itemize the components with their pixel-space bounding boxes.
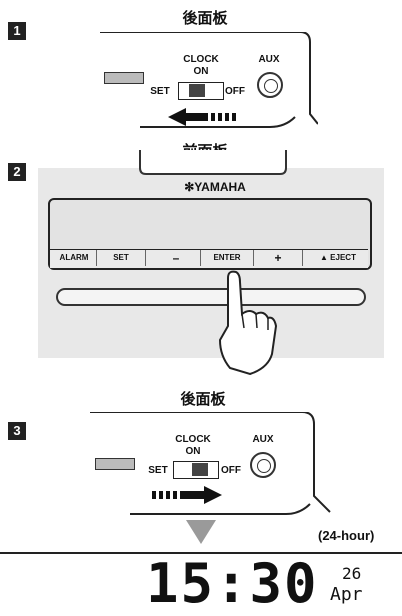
rear-panel-1-outline <box>100 31 319 128</box>
step-1-caption: 後面板 <box>182 9 228 27</box>
clock-label-1: CLOCK <box>183 54 219 65</box>
alarm-button[interactable]: ALARM <box>52 250 97 266</box>
switch-knob-3 <box>192 463 208 476</box>
set-button[interactable]: SET <box>97 250 146 266</box>
disc-slot <box>56 288 366 306</box>
rear-panel-3 <box>90 411 340 518</box>
enter-button[interactable]: ENTER <box>201 250 254 266</box>
clock-label-3: CLOCK <box>175 434 211 445</box>
on-label-1: ON <box>193 66 209 77</box>
eject-button[interactable]: ▲ EJECT <box>310 250 366 266</box>
off-label-1: OFF <box>225 86 245 97</box>
off-label-3: OFF <box>221 465 241 476</box>
date-month: Apr <box>330 584 363 605</box>
brand-logo: ✻YAMAHA <box>160 180 270 194</box>
aux-jack-1 <box>257 72 283 98</box>
rear-panel-1 <box>100 31 319 132</box>
card-slot-1 <box>104 72 144 84</box>
switch-knob-1 <box>189 84 205 97</box>
aux-label-1: AUX <box>258 54 280 65</box>
clock-switch-3[interactable] <box>173 461 219 479</box>
plus-button[interactable]: + <box>254 250 303 266</box>
set-label-1: SET <box>150 86 170 97</box>
front-panel-top-outline <box>139 150 287 175</box>
down-indicator-icon <box>186 520 216 544</box>
set-label-3: SET <box>148 465 168 476</box>
display-divider <box>0 552 402 554</box>
aux-jack-3 <box>250 452 276 478</box>
pointing-hand-icon <box>218 270 278 376</box>
rear-panel-3-outline <box>90 411 331 515</box>
on-label-3: ON <box>185 446 201 457</box>
step-3-caption: 後面板 <box>180 390 226 408</box>
brand-name: YAMAHA <box>194 180 246 194</box>
mode-label: (24-hour) <box>318 528 375 543</box>
clock-time-display: 15:30 <box>146 552 319 615</box>
clock-switch-1[interactable] <box>178 82 224 100</box>
date-day: 26 <box>342 564 362 583</box>
minus-button[interactable]: – <box>152 250 201 266</box>
card-slot-3 <box>95 458 135 470</box>
slide-left-arrow <box>168 108 236 126</box>
step-1-badge: 1 <box>8 22 26 40</box>
aux-label-3: AUX <box>252 434 274 445</box>
brand-emblem-icon: ✻ <box>184 180 195 194</box>
step-3-badge: 3 <box>8 422 26 440</box>
step-2-badge: 2 <box>8 163 26 181</box>
slide-right-arrow <box>152 486 222 504</box>
